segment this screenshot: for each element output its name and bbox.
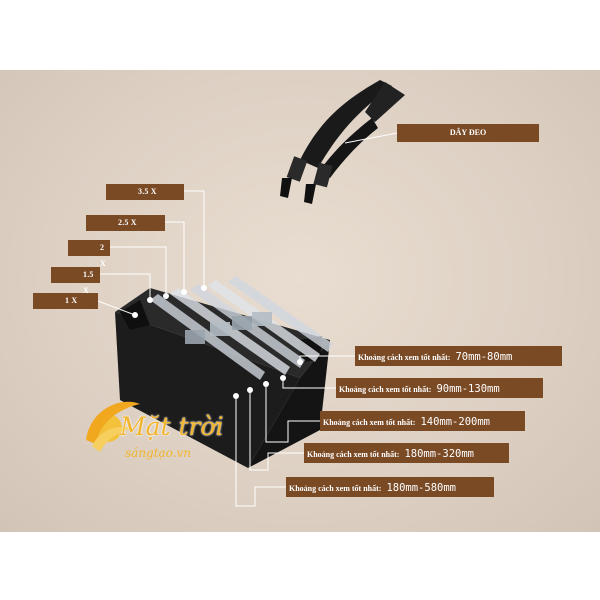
magnification-label-3-5x: 3.5 X (106, 184, 184, 200)
magnification-label-1x: 1 X (33, 293, 98, 309)
magnification-pointer-dots (132, 285, 207, 318)
distance-label-2: Khoảng cách xem tốt nhất: 90mm-130mm (336, 378, 543, 398)
distance-label-1: Khoảng cách xem tốt nhất: 70mm-80mm (355, 346, 562, 366)
strap-pointer-line (344, 132, 398, 144)
distance-text: Khoảng cách xem tốt nhất: (339, 385, 432, 394)
distance-value: 70mm-80mm (455, 351, 513, 363)
distance-label-3: Khoảng cách xem tốt nhất: 140mm-200mm (320, 411, 525, 431)
distance-value: 180mm-320mm (404, 448, 474, 460)
distance-text: Khoảng cách xem tốt nhất: (358, 353, 451, 362)
magnification-label-1-5x: 1.5 X (51, 267, 100, 295)
distance-pointer-lines (235, 355, 355, 507)
logo-title: Mặt trời (120, 412, 224, 441)
magnification-label-2-5x: 2.5 X (86, 215, 165, 231)
distance-value: 90mm-130mm (436, 383, 500, 395)
distance-value: 140mm-200mm (420, 416, 490, 428)
strap-label: DÂY ĐEO (397, 124, 539, 142)
distance-label-5: Khoảng cách xem tốt nhất: 180mm-580mm (286, 477, 494, 497)
logo-subtitle: sángtạo.vn (125, 446, 192, 460)
magnification-label-2x: 2 X (68, 240, 110, 268)
head-strap-image (280, 80, 405, 204)
sun-logo-icon (86, 401, 140, 452)
storage-box-image (115, 276, 333, 468)
distance-text: Khoảng cách xem tốt nhất: (307, 450, 400, 459)
distance-pointer-dots (233, 359, 303, 399)
distance-value: 180mm-580mm (386, 482, 456, 494)
distance-text: Khoảng cách xem tốt nhất: (289, 484, 382, 493)
magnification-pointer-lines (97, 190, 205, 316)
distance-text: Khoảng cách xem tốt nhất: (323, 418, 416, 427)
distance-label-4: Khoảng cách xem tốt nhất: 180mm-320mm (304, 443, 509, 463)
